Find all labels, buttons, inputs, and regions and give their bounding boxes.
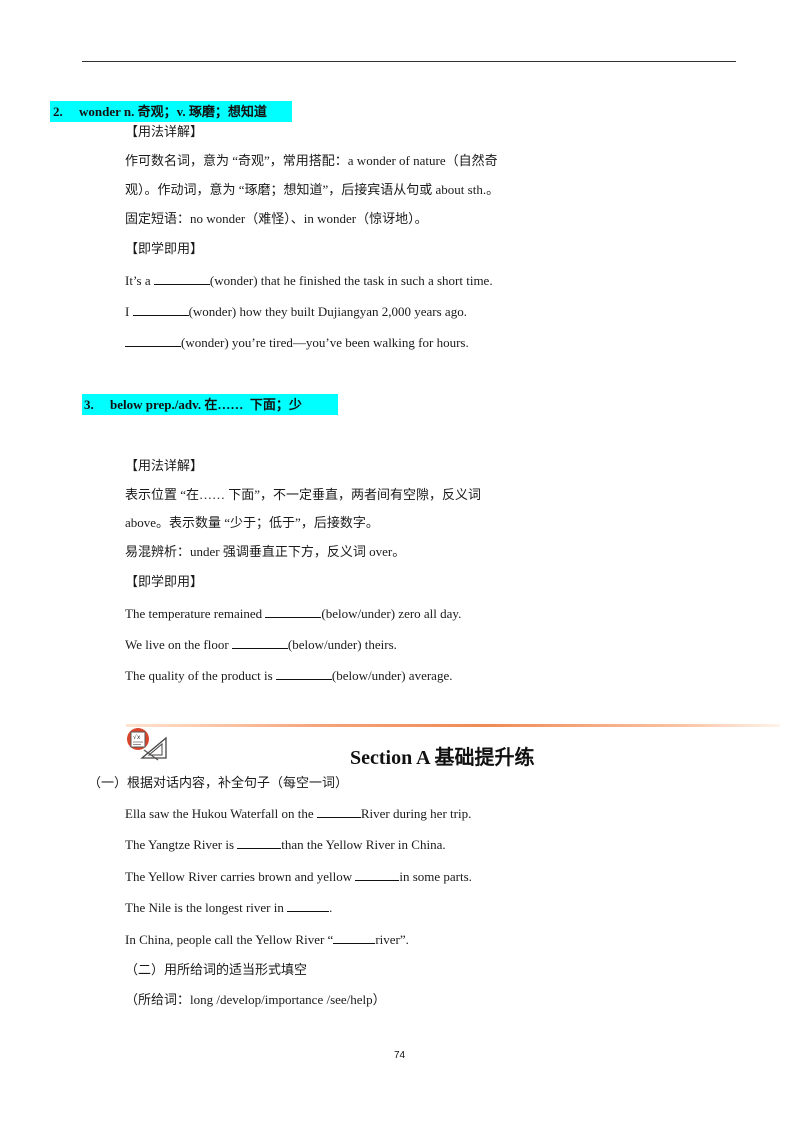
header-rule — [82, 61, 736, 62]
math-tools-icon: √x — [124, 726, 168, 762]
part-1-label: （一）根据对话内容，补全句子（每空一词） — [88, 775, 349, 790]
answer-blank[interactable] — [333, 930, 376, 944]
item-2-exercise-2: I (wonder) how they built Dujiangyan 2,0… — [125, 302, 467, 319]
part-2-word-bank: （所给词：long /develop/importance /see/help） — [125, 992, 386, 1007]
question-2: The Yangtze River is than the Yellow Riv… — [125, 835, 446, 852]
answer-blank[interactable] — [132, 302, 189, 316]
answer-blank[interactable] — [231, 635, 288, 649]
item-2-exercise-1: It’s a (wonder) that he finished the tas… — [125, 271, 493, 288]
item-3-exercise-3: The quality of the product is (below/und… — [125, 666, 453, 683]
item-3-exercise-1: The temperature remained (below/under) z… — [125, 604, 462, 621]
answer-blank[interactable] — [265, 604, 322, 618]
section-title: Section A 基础提升练 — [350, 747, 535, 769]
item-3-exercise-2: We live on the floor (below/under) their… — [125, 635, 397, 652]
item-2-heading: 2. wonder n. 奇观；v. 琢磨；想知道 — [50, 101, 292, 122]
page-number: 74 — [394, 1050, 406, 1061]
item-2-usage-line: 作可数名词，意为 “奇观”，常用搭配：a wonder of nature（自然… — [125, 153, 498, 168]
item-2-usage-label: 【用法详解】 — [125, 124, 204, 139]
part-2-label: （二）用所给词的适当形式填空 — [125, 962, 308, 977]
item-2-exercise-3: (wonder) you’re tired—you’ve been walkin… — [125, 333, 469, 352]
question-5: In China, people call the Yellow River “… — [125, 930, 409, 947]
answer-blank[interactable] — [316, 804, 361, 818]
question-4: The Nile is the longest river in . — [125, 898, 333, 915]
answer-blank[interactable] — [237, 835, 282, 849]
answer-blank[interactable] — [287, 898, 330, 912]
answer-blank[interactable] — [275, 666, 332, 680]
question-3: The Yellow River carries brown and yello… — [125, 867, 472, 884]
item-3-usage-line: 表示位置 “在…… 下面”，不一定垂直，两者间有空隙，反义词 — [125, 487, 482, 502]
item-2-practice-label: 【即学即用】 — [125, 241, 204, 256]
answer-blank[interactable] — [355, 867, 400, 881]
svg-text:√x: √x — [133, 734, 141, 741]
item-2-usage-line: 固定短语：no wonder（难怪）、in wonder（惊讶地）。 — [125, 211, 428, 226]
answer-blank[interactable] — [153, 271, 210, 285]
question-1: Ella saw the Hukou Waterfall on the Rive… — [125, 804, 472, 821]
answer-blank[interactable] — [125, 333, 181, 347]
item-3-usage-label: 【用法详解】 — [125, 458, 204, 473]
item-3-heading: 3. below prep./adv. 在…… 下面；少 — [82, 394, 338, 415]
section-divider — [126, 724, 780, 727]
item-2-usage-line: 观）。作动词，意为 “琢磨；想知道”，后接宾语从句或 about sth.。 — [125, 182, 500, 197]
item-3-usage-line: above。表示数量 “少于；低于”，后接数字。 — [125, 515, 379, 530]
item-3-usage-line: 易混辨析：under 强调垂直正下方，反义词 over。 — [125, 544, 406, 559]
item-3-practice-label: 【即学即用】 — [125, 574, 204, 589]
